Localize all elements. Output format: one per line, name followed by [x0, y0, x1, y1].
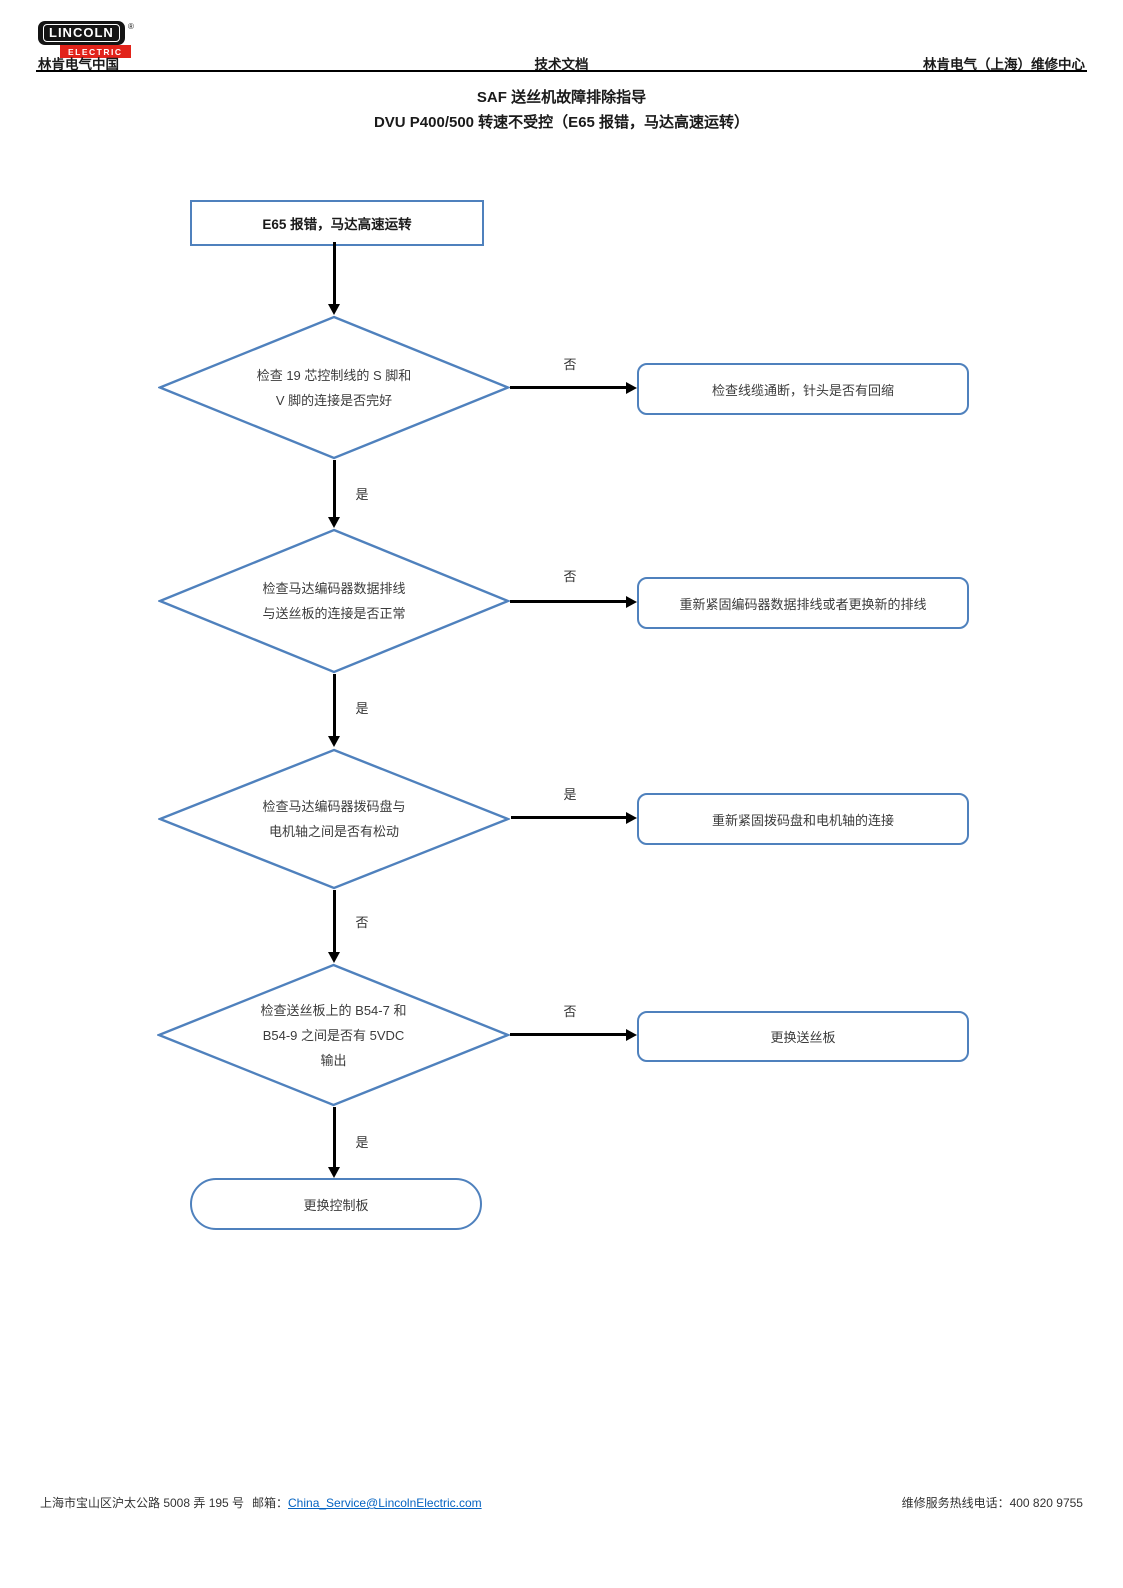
branch-label-yes: 是 [355, 1135, 369, 1150]
decision-line: 检查 19 芯控制线的 S 脚和 [256, 367, 412, 383]
flow-action-3: 重新紧固拨码盘和电机轴的连接 [637, 793, 969, 845]
header-service-center: 林肯电气（上海）维修中心 [923, 57, 1085, 72]
decision-line: 输出 [320, 1052, 347, 1068]
arrow-d1-action [510, 386, 626, 389]
header-divider [36, 70, 1087, 72]
lincoln-logo-text: LINCOLN [43, 24, 120, 42]
decision-line: B54-9 之间是否有 5VDC [262, 1027, 405, 1043]
arrowhead-right-icon [626, 1028, 637, 1041]
arrowhead-right-icon [626, 381, 637, 394]
flow-start-node: E65 报错，马达高速运转 [190, 200, 484, 246]
flow-decision-1-text: 检查 19 芯控制线的 S 脚和 V 脚的连接是否完好 [158, 315, 510, 460]
arrowhead-down-icon [328, 952, 340, 963]
footer-hotline: 维修服务热线电话：400 820 9755 [901, 1496, 1083, 1510]
flow-decision-4-text: 检查送丝板上的 B54-7 和 B54-9 之间是否有 5VDC 输出 [157, 963, 510, 1107]
branch-label-yes: 是 [563, 787, 577, 802]
arrow-d4-end [333, 1107, 336, 1168]
page-subtitle: DVU P400/500 转速不受控（E65 报错，马达高速运转） [373, 114, 750, 131]
decision-line: 与送丝板的连接是否正常 [262, 606, 406, 621]
decision-line: 检查马达编码器拨码盘与 [262, 799, 406, 814]
flow-end-node: 更换控制板 [190, 1178, 482, 1230]
decision-line: 电机轴之间是否有松动 [268, 824, 399, 839]
footer-email-link[interactable]: China_Service@LincolnElectric.com [288, 1496, 482, 1510]
decision-line: 检查送丝板上的 B54-7 和 [260, 1002, 407, 1018]
diamond-shape [158, 315, 510, 460]
flow-action-4: 更换送丝板 [637, 1011, 969, 1062]
header-company-name: 林肯电气中国 [38, 57, 119, 72]
flow-action-1-label: 检查线缆通断，针头是否有回缩 [711, 382, 894, 398]
branch-label-no: 否 [563, 569, 577, 584]
decision-line: V 脚的连接是否完好 [275, 392, 393, 408]
arrow-d3-action [511, 816, 626, 819]
flow-end-label: 更换控制板 [303, 1197, 369, 1213]
flow-decision-3: 检查马达编码器拨码盘与 电机轴之间是否有松动 [158, 748, 510, 890]
arrow-d4-action [510, 1033, 626, 1036]
flow-decision-2-text: 检查马达编码器数据排线 与送丝板的连接是否正常 [158, 528, 510, 674]
flow-action-2: 重新紧固编码器数据排线或者更换新的排线 [637, 577, 969, 629]
flow-action-1: 检查线缆通断，针头是否有回缩 [637, 363, 969, 415]
footer-email-block: 邮箱：China_Service@LincolnElectric.com [252, 1494, 482, 1511]
lincoln-logo: LINCOLN [38, 21, 125, 45]
registered-trademark-icon: ® [128, 22, 134, 31]
arrowhead-right-icon [626, 811, 637, 824]
branch-label-no: 否 [563, 357, 577, 372]
flow-action-2-label: 重新紧固编码器数据排线或者更换新的排线 [679, 596, 927, 612]
branch-label-yes: 是 [355, 487, 369, 502]
arrow-d1-d2 [333, 460, 336, 518]
flow-decision-4: 检查送丝板上的 B54-7 和 B54-9 之间是否有 5VDC 输出 [157, 963, 510, 1107]
branch-label-no: 否 [355, 915, 369, 930]
diamond-shape [158, 748, 510, 890]
arrowhead-down-icon [328, 304, 340, 315]
flow-action-3-label: 重新紧固拨码盘和电机轴的连接 [711, 812, 894, 828]
footer-address: 上海市宝山区沪太公路 5008 弄 195 号 [40, 1496, 245, 1510]
header-doc-type: 技术文档 [534, 57, 589, 72]
arrowhead-down-icon [328, 1167, 340, 1178]
arrow-d3-d4 [333, 890, 336, 953]
flow-decision-2: 检查马达编码器数据排线 与送丝板的连接是否正常 [158, 528, 510, 674]
flow-start-label: E65 报错，马达高速运转 [262, 217, 412, 232]
footer-email-label: 邮箱： [252, 1496, 289, 1510]
arrowhead-down-icon [328, 517, 340, 528]
arrow-start-d1 [333, 242, 336, 305]
diamond-shape [158, 528, 510, 674]
arrow-d2-d3 [333, 674, 336, 737]
flow-action-4-label: 更换送丝板 [770, 1030, 836, 1045]
lincoln-logo-electric: ELECTRIC [60, 45, 131, 58]
diamond-shape [157, 963, 510, 1107]
page-title: SAF 送丝机故障排除指导 [476, 89, 647, 106]
flow-decision-1: 检查 19 芯控制线的 S 脚和 V 脚的连接是否完好 [158, 315, 510, 460]
flow-decision-3-text: 检查马达编码器拨码盘与 电机轴之间是否有松动 [158, 748, 510, 890]
decision-line: 检查马达编码器数据排线 [262, 581, 406, 596]
arrowhead-down-icon [328, 736, 340, 747]
branch-label-no: 否 [563, 1004, 577, 1019]
arrow-d2-action [510, 600, 626, 603]
arrowhead-right-icon [626, 595, 637, 608]
branch-label-yes: 是 [355, 701, 369, 716]
